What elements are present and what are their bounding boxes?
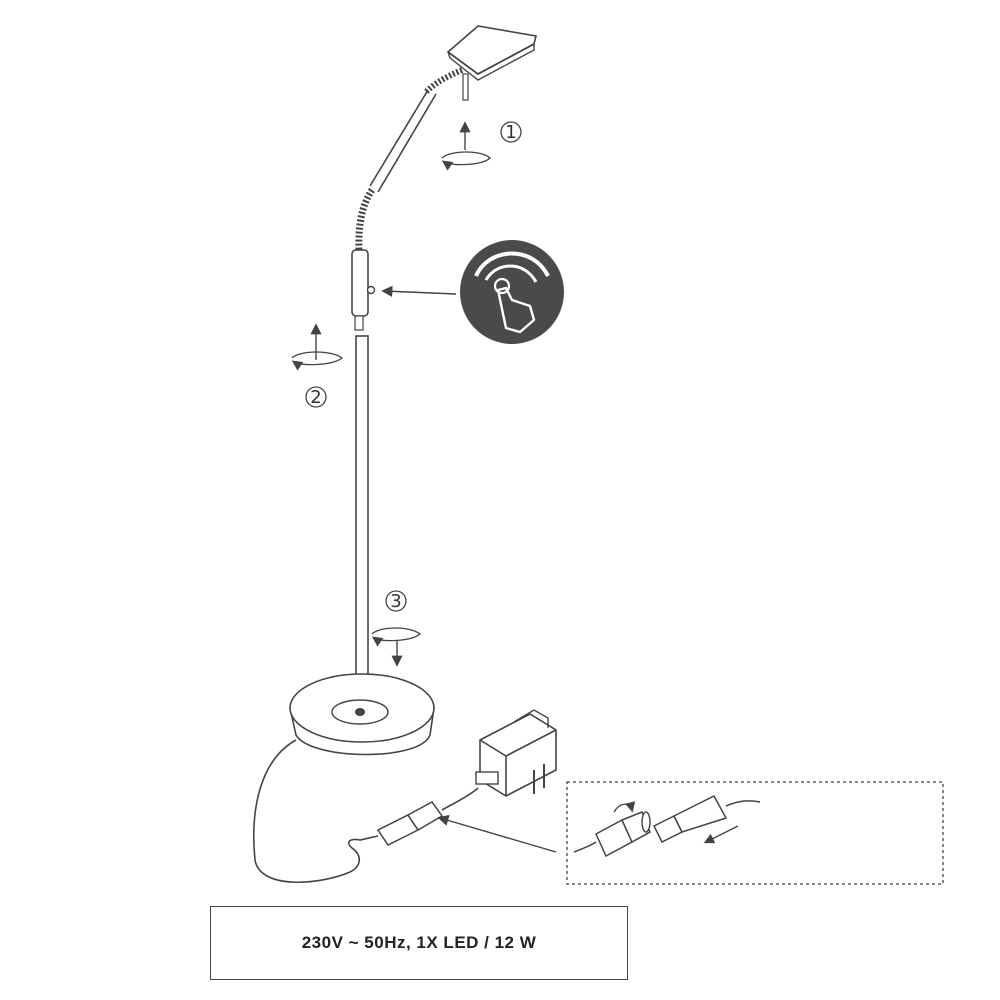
- head-mounting-pin: [462, 73, 469, 101]
- lamp-head: [446, 25, 537, 81]
- step-1-assembly-arrows: [441, 121, 491, 171]
- power-cable: [253, 739, 379, 883]
- step-2-assembly-arrows: [291, 323, 344, 371]
- step-3-assembly-arrows: [371, 627, 422, 667]
- step-1-badge: 1: [500, 121, 522, 143]
- connector-plug-female: [573, 801, 651, 858]
- lamp-arm: [369, 89, 437, 193]
- step-1-number: 1: [505, 122, 516, 143]
- lamp-pole: [355, 335, 369, 685]
- connector-detail-callout: [437, 781, 944, 885]
- rotate-arrow-icon: [291, 351, 344, 371]
- electrical-specs-box: 230V ~ 50Hz, 1X LED / 12 W: [210, 906, 628, 980]
- inline-connector: [376, 787, 479, 846]
- touch-dimmer-icon: [460, 240, 564, 344]
- lamp-base: [289, 673, 435, 756]
- rotate-arrow-icon: [441, 151, 491, 171]
- lower-gooseneck: [355, 188, 375, 251]
- dimmer-switch-housing: [351, 249, 376, 331]
- step-3-number: 3: [390, 591, 401, 612]
- connector-plug-male: [652, 795, 761, 844]
- touch-dimmer-callout: [381, 240, 564, 344]
- step-2-number: 2: [310, 387, 321, 408]
- power-adapter: [475, 709, 557, 797]
- rotate-arrow-icon: [371, 627, 422, 647]
- upper-gooseneck: [423, 67, 464, 95]
- step-2-badge: 2: [305, 386, 327, 408]
- electrical-specs-text: 230V ~ 50Hz, 1X LED / 12 W: [301, 933, 537, 952]
- step-3-badge: 3: [385, 590, 407, 612]
